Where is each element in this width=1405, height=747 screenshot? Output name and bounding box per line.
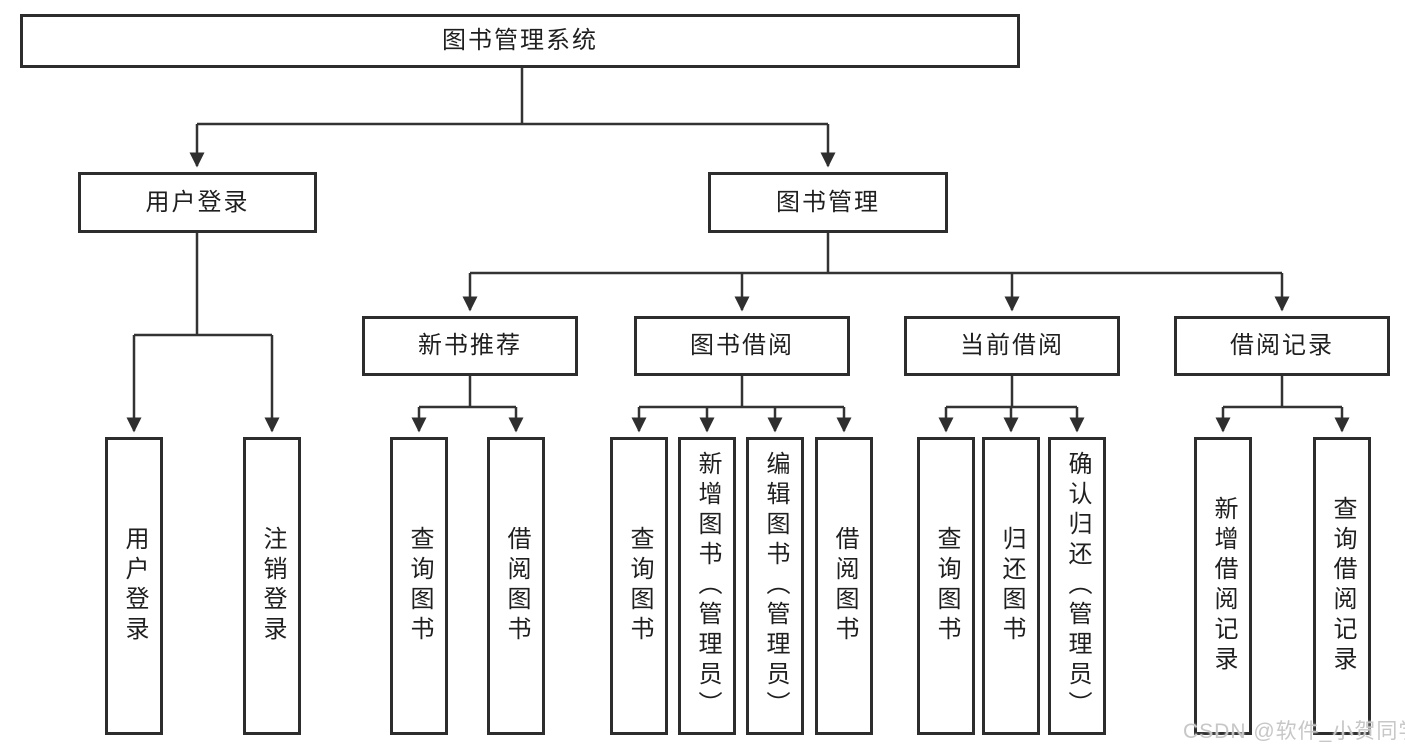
leaf-query-books-1: 查询图书 [390,437,448,735]
leaf-query-books-2: 查询图书 [610,437,668,735]
leaf-borrow-books-2: 借阅图书 [815,437,873,735]
node-new-book-recommend: 新书推荐 [362,316,578,376]
node-user-login-label: 用户登录 [145,188,250,216]
leaf-return-books-label: 归还图书 [998,526,1025,646]
node-new-book-recommend-label: 新书推荐 [418,332,522,359]
node-book-borrowing: 图书借阅 [634,316,850,376]
leaf-user-login: 用户登录 [105,437,163,735]
node-borrowing-records: 借阅记录 [1174,316,1390,376]
leaf-query-borrow-record: 查询借阅记录 [1313,437,1371,735]
leaf-return-books: 归还图书 [982,437,1040,735]
leaf-borrow-books-1: 借阅图书 [487,437,545,735]
node-root-label: 图书管理系统 [442,27,598,54]
leaf-query-books-3: 查询图书 [917,437,975,735]
leaf-edit-books-admin-label: 编辑图书（管理员） [762,451,789,721]
node-borrowing-records-label: 借阅记录 [1230,332,1334,359]
leaf-borrow-books-1-label: 借阅图书 [503,526,530,646]
node-book-borrowing-label: 图书借阅 [690,332,794,359]
leaf-edit-books-admin: 编辑图书（管理员） [746,437,804,735]
node-root: 图书管理系统 [20,14,1020,68]
leaf-add-borrow-record-label: 新增借阅记录 [1210,496,1237,676]
csdn-watermark: CSDN @软件_小贺同学 [1183,720,1405,743]
leaf-borrow-books-2-label: 借阅图书 [831,526,858,646]
leaf-add-borrow-record: 新增借阅记录 [1194,437,1252,735]
node-book-management: 图书管理 [708,172,948,233]
leaf-add-books-admin: 新增图书（管理员） [678,437,736,735]
leaf-query-borrow-record-label: 查询借阅记录 [1329,496,1356,676]
node-current-borrowing: 当前借阅 [904,316,1120,376]
leaf-query-books-2-label: 查询图书 [626,526,653,646]
leaf-confirm-return-admin: 确认归还（管理员） [1048,437,1106,735]
leaf-logout: 注销登录 [243,437,301,735]
leaf-add-books-admin-label: 新增图书（管理员） [694,451,721,721]
leaf-user-login-label: 用户登录 [121,526,148,646]
leaf-query-books-1-label: 查询图书 [406,526,433,646]
node-current-borrowing-label: 当前借阅 [960,332,1064,359]
leaf-confirm-return-admin-label: 确认归还（管理员） [1064,451,1091,721]
leaf-logout-label: 注销登录 [259,526,286,646]
node-user-login: 用户登录 [78,172,317,233]
node-book-management-label: 图书管理 [776,188,880,216]
leaf-query-books-3-label: 查询图书 [933,526,960,646]
